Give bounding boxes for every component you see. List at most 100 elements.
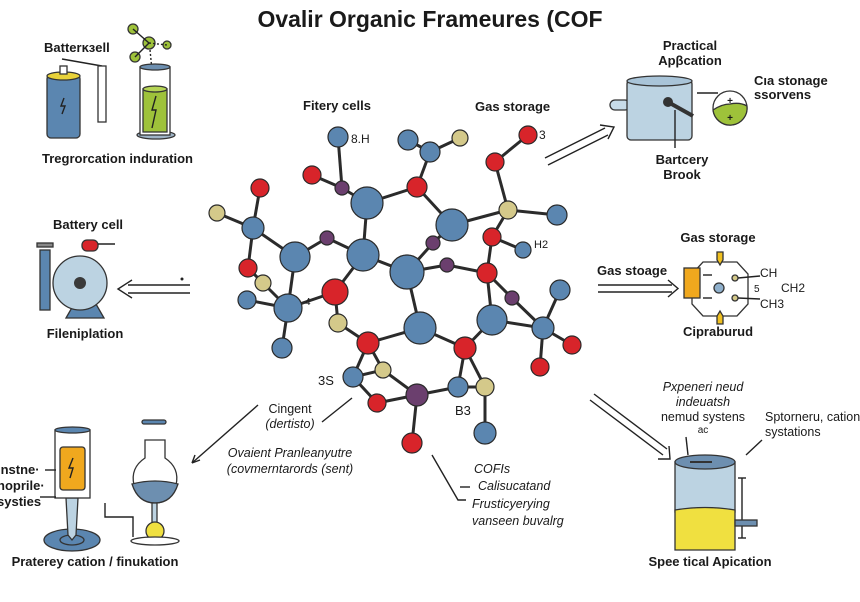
frusticyerying-label: Frusticyerying: [472, 497, 550, 511]
sulfur-atom: [254, 274, 272, 292]
sulfur-atom: [475, 377, 495, 397]
gas-storage-label: Gas storage: [475, 99, 550, 114]
tank-caption-1: Bartcery: [656, 152, 710, 167]
oxygen-atom: [485, 152, 505, 172]
reactor-caption: Cipraburud: [683, 324, 753, 339]
gas-storage-side-2: ssorvens: [754, 87, 811, 102]
oxygen-atom: [476, 262, 498, 284]
bottom-right-side-2: systations: [765, 425, 821, 439]
oxygen-atom: [302, 165, 322, 185]
carbon-atom: [403, 311, 437, 345]
carbon-atom: [342, 366, 364, 388]
carbon-atom: [546, 204, 568, 226]
carbon-atom: [237, 290, 257, 310]
pump-illustration: [36, 239, 115, 319]
nitrogen-atom: [319, 230, 335, 246]
bottom-left-side-1: instne·: [0, 462, 40, 477]
atom-label: 8.H: [351, 132, 370, 146]
ovaient-label: Ovaient Pranleanyutre: [228, 446, 352, 460]
vanseen-label: vanseen buvalrg: [472, 514, 564, 528]
oxygen-atom: [453, 336, 477, 360]
oxygen-atom: [356, 331, 380, 355]
gas-stoage-arrow-label: Gas stoage: [597, 263, 667, 278]
practical-heading-1: Practical: [663, 38, 717, 53]
nitrogen-atom: [334, 180, 350, 196]
atom-label: H2: [534, 239, 548, 251]
nitrogen-atom: [405, 383, 429, 407]
tank-caption-2: Brook: [663, 167, 701, 182]
leader-line: [191, 404, 259, 464]
battery-stand-illustration: [40, 426, 101, 552]
atom-label: 3: [539, 128, 546, 142]
oxygen-atom: [250, 178, 270, 198]
oxygen-atom: [401, 432, 423, 454]
atom-labels: 8.H 3 H2 3S B3 4: [305, 128, 548, 418]
carbon-atom: [397, 129, 419, 151]
carbon-atom: [531, 316, 555, 340]
oxygen-atom: [238, 258, 258, 278]
molecule-bonds: [216, 133, 573, 444]
battery-label: Batterĸɜell: [44, 40, 110, 55]
oxygen-atom: [367, 393, 387, 413]
dertisto-label: (dertisto): [265, 417, 314, 431]
gas-storage-heading: Gas storage: [680, 230, 755, 245]
svg-text:+: +: [727, 113, 733, 124]
gas-storage-side-1: Cıa stonage: [754, 73, 828, 88]
electrolysis-cell-illustration: [127, 23, 176, 140]
arrow-to-reactor: [598, 279, 680, 298]
carbon-atom: [476, 304, 508, 336]
pump-caption: Fileniplation: [47, 326, 124, 341]
carbon-atom: [273, 293, 303, 323]
top-left-caption: Tregrorcation induration: [42, 151, 193, 166]
bottom-right-heading-2: indeuatsh: [676, 395, 730, 409]
svg-text:+: +: [727, 96, 733, 107]
bottom-right-side-1: Sptorneru, cation: [765, 410, 860, 424]
covmerntarords-label: (covmerntarords (sent): [227, 462, 353, 476]
battery-cell-label: Battery cell: [53, 217, 123, 232]
carbon-atom: [241, 216, 265, 240]
formula-5: 5: [754, 284, 760, 295]
bottom-left-side-3: systies: [0, 494, 41, 509]
carbon-atom: [549, 279, 571, 301]
nitrogen-atom: [425, 235, 441, 251]
carbon-atom: [350, 186, 384, 220]
oxygen-atom: [530, 357, 550, 377]
flask-illustration: [104, 419, 180, 546]
arrow-to-bottom-right: [589, 393, 671, 460]
bottom-right-heading-3: nemud systens: [661, 410, 745, 424]
atom-label: 4: [305, 297, 311, 308]
sulfur-atom: [208, 204, 226, 222]
carbon-atom: [514, 241, 532, 259]
sulfur-atom: [328, 313, 348, 333]
sulfur-atom: [498, 200, 518, 220]
practical-heading-2: Apβcation: [658, 53, 722, 68]
oxygen-atom: [406, 176, 428, 198]
bottom-right-heading-1: Pxpeneri neud: [663, 380, 745, 394]
bottom-left-caption: Praterey cation / finukation: [12, 554, 179, 569]
carbon-atom: [279, 241, 311, 273]
bottom-right-caption: Spee tical Apication: [648, 554, 771, 569]
oxygen-atom: [562, 335, 582, 355]
atom-label: B3: [455, 403, 471, 418]
formula-ch2: CH2: [781, 281, 805, 295]
cofis-label: COFIs: [474, 462, 510, 476]
carbon-atom: [346, 238, 380, 272]
oxygen-atom: [321, 278, 349, 306]
bottom-left-side-2: noprile·: [0, 478, 45, 493]
reactor-illustration: [683, 251, 761, 325]
cylinder-tank-illustration: [674, 436, 758, 551]
diagram-title: Ovalir Organic Frameures (COF: [257, 6, 602, 32]
nitrogen-atom: [439, 257, 455, 273]
carbon-atom: [419, 141, 441, 163]
carbon-atom: [327, 126, 349, 148]
carbon-atom: [473, 421, 497, 445]
formula-ch: CH: [760, 266, 777, 280]
molecule-atoms: [208, 125, 582, 454]
nitrogen-atom: [504, 290, 520, 306]
battery-illustration: Batterĸɜell: [44, 40, 110, 139]
calisucatand-label: Calisucatand: [478, 479, 551, 493]
cingent-label: Cingent: [268, 402, 312, 416]
sulfur-atom: [374, 361, 392, 379]
